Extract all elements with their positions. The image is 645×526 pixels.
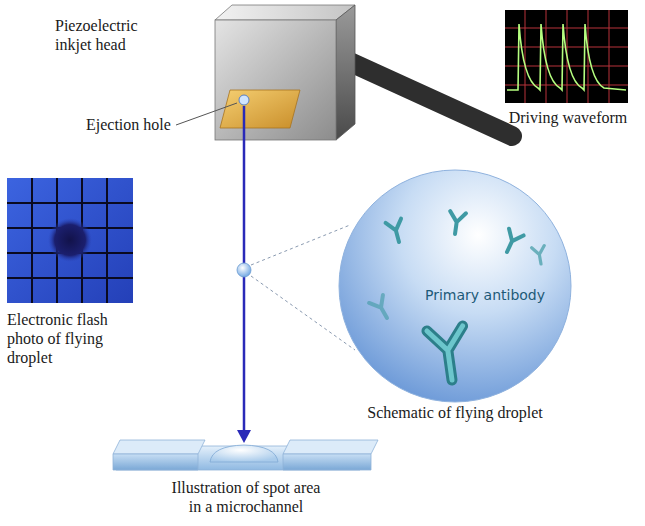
caption-label: Ejection hole: [86, 115, 176, 134]
caption-label: Electronic flash photo of flying droplet: [7, 310, 125, 367]
label-slot: Ejection hole: [86, 115, 176, 134]
droplet-image: [48, 218, 92, 262]
caption-label: Illustration of spot area in a microchan…: [166, 478, 326, 516]
label-slot: Driving waveform: [507, 108, 629, 127]
ejection-plate: [220, 90, 300, 128]
caption-label: Driving waveform: [507, 108, 629, 127]
head-side: [336, 5, 355, 140]
waveform-screen: [505, 10, 628, 103]
spot-dome: [210, 445, 278, 462]
waveform-grid: [505, 10, 628, 103]
caption-label: Piezoelectric inkjet head: [55, 16, 163, 54]
flying-droplet: [237, 263, 251, 277]
antibody-small: [369, 211, 547, 322]
node-text: Primary antibody: [425, 287, 545, 304]
leader-line: [176, 103, 237, 125]
channel-wall: [283, 440, 378, 454]
flash-photo: [7, 178, 133, 303]
droplet-schematic: [337, 168, 573, 404]
antibody-large: [427, 326, 470, 383]
droplet-circle: Primary antibody: [337, 168, 573, 404]
channel-wall: [283, 454, 371, 470]
droplet-outline: [339, 170, 571, 402]
waveform-trace: [507, 24, 626, 90]
ejection-hole: [239, 95, 249, 105]
channel-wall: [113, 454, 198, 470]
caption-label: Schematic of flying droplet: [337, 403, 573, 422]
label-slot: Illustration of spot area in a microchan…: [166, 478, 326, 516]
zoom-line: [251, 225, 350, 265]
trajectory-arrowhead: [237, 430, 251, 443]
label-slot: Electronic flash photo of flying droplet: [7, 310, 125, 367]
head-top: [215, 5, 355, 20]
label-slot: Schematic of flying droplet: [337, 403, 573, 422]
head-arm: [350, 62, 512, 136]
head-front: [215, 20, 336, 140]
channel-wall: [113, 440, 205, 454]
label-slot: Piezoelectric inkjet head: [55, 16, 163, 54]
photo-grid: [7, 178, 133, 303]
